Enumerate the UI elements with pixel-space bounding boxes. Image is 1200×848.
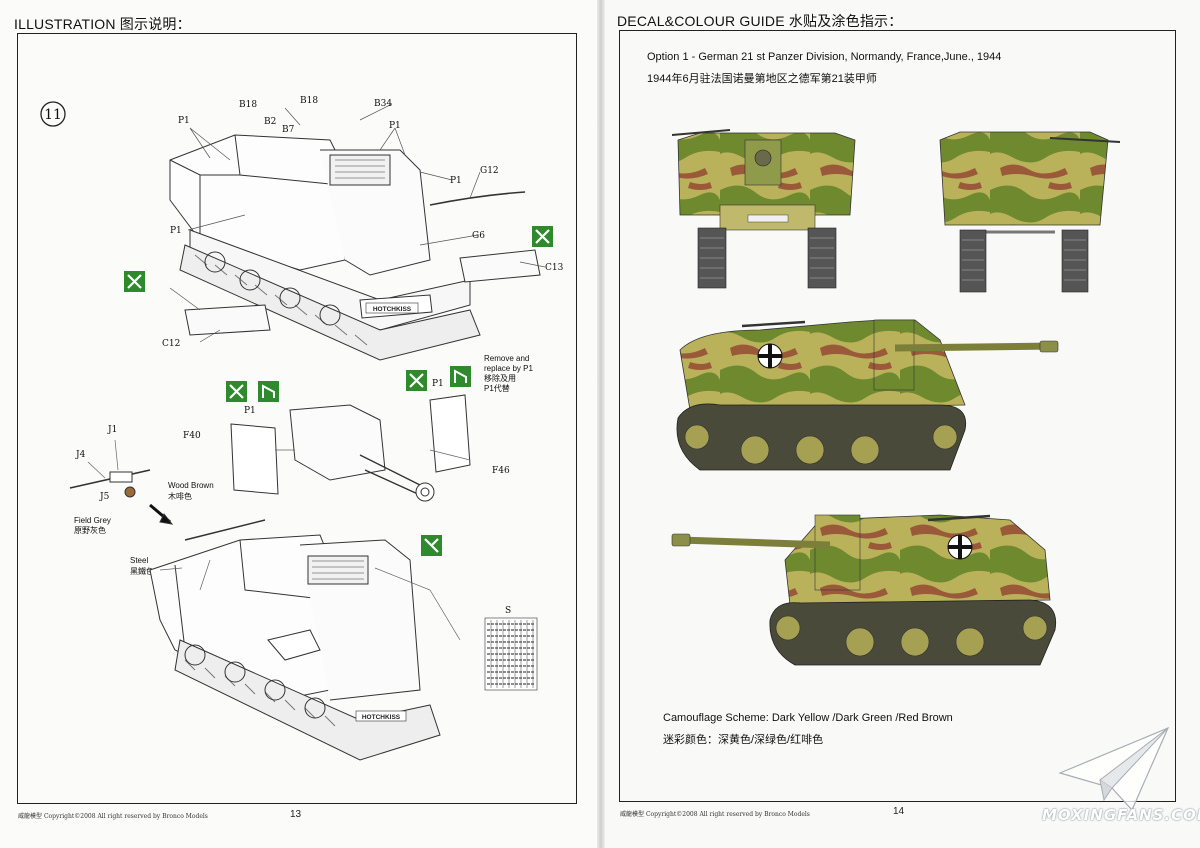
right-footer: 威龍模型 Copyright©2008 All right reserved b… <box>620 809 810 818</box>
right-footer-brand: 威龍模型 <box>620 811 645 818</box>
label-f46: F46 <box>492 466 510 476</box>
paper-plane-watermark-icon <box>1058 726 1170 812</box>
right-page-header: DECAL&COLOUR GUIDE 水贴及涂色指示： <box>617 13 903 29</box>
watermark-text: MOXINGFANS.COM <box>1042 806 1200 824</box>
hull-plate-text: HOTCHKISS <box>362 714 401 721</box>
front-view-profile <box>671 129 856 289</box>
left-footer-copyright: Copyright©2008 All right reserved by Bro… <box>43 813 208 820</box>
assembly-illustration: 11 <box>40 96 564 761</box>
rear-view-profile <box>939 131 1121 293</box>
left-footer: 威龍模型 Copyright©2008 All right reserved b… <box>18 811 208 820</box>
right-page-frame <box>619 30 1176 802</box>
label-j4: J4 <box>75 450 86 460</box>
option-title-cn: 1944年6月驻法国诺曼第地区之德军第21装甲师 <box>647 73 877 85</box>
remove-cement-icon <box>124 271 145 292</box>
right-footer-copyright: Copyright©2008 All right reserved by Bro… <box>645 811 810 818</box>
label-b18b: B18 <box>300 96 318 106</box>
lower-vehicle-drawing <box>149 519 461 761</box>
option-title-en: Option 1 - German 21 st Panzer Division,… <box>647 51 1002 63</box>
page-gutter <box>597 0 605 848</box>
left-page-frame <box>17 33 577 804</box>
remove-cement-icon <box>532 226 553 247</box>
label-p1-top-left: P1 <box>178 116 190 126</box>
remove-replace-note-en-2: replace by P1 <box>484 364 533 373</box>
mesh-net-part <box>484 617 538 691</box>
right-page-number: 14 <box>893 806 905 817</box>
wood-brown-label-cn: 木啡色 <box>168 491 192 501</box>
camouflage-scheme-en: Camouflage Scheme: Dark Yellow /Dark Gre… <box>663 712 953 724</box>
label-b18a: B18 <box>239 100 257 110</box>
label-f40: F40 <box>183 431 201 441</box>
hull-plate <box>365 302 419 314</box>
remove-replace-note-cn-1: 移除及用 <box>484 373 516 383</box>
steel-label-en: Steel <box>130 556 148 565</box>
label-p1-middle-right: P1 <box>432 379 444 389</box>
label-g6: G6 <box>472 231 485 241</box>
label-g12: G12 <box>480 166 499 176</box>
steel-label-cn: 黑鐵色 <box>130 566 154 576</box>
remove-replace-note-cn-2: P1代替 <box>484 383 510 393</box>
left-page-number: 13 <box>290 809 302 820</box>
label-s: S <box>505 606 511 616</box>
label-j1: J1 <box>107 425 117 435</box>
label-c12: C12 <box>162 339 180 349</box>
wood-brown-label-en: Wood Brown <box>168 481 214 490</box>
camouflage-scheme-cn: 迷彩颜色：深黄色/深绿色/红啡色 <box>663 734 824 746</box>
bend-part-icon <box>258 381 279 402</box>
remove-replace-note-en-1: Remove and <box>484 354 529 363</box>
hull-plate <box>355 710 407 722</box>
field-grey-label-en: Field Grey <box>74 516 111 525</box>
label-b7: B7 <box>282 125 295 135</box>
left-side-profile <box>676 319 1059 471</box>
bend-part-icon <box>450 366 471 387</box>
label-p1-top-right: P1 <box>389 121 401 131</box>
apply-cement-icon <box>421 535 442 556</box>
right-side-profile <box>671 514 1057 666</box>
step-number: 11 <box>44 107 62 123</box>
hull-plate-text: HOTCHKISS <box>373 306 412 313</box>
left-footer-brand: 威龍模型 <box>18 813 43 820</box>
label-b34: B34 <box>374 99 392 109</box>
label-p1-right: P1 <box>450 176 462 186</box>
label-p1-middle: P1 <box>244 406 256 416</box>
label-p1-left: P1 <box>170 226 182 236</box>
remove-cement-icon <box>406 370 427 391</box>
label-b2: B2 <box>264 117 276 127</box>
left-page-header: ILLUSTRATION 图示说明： <box>14 16 191 32</box>
label-j5: J5 <box>99 492 110 502</box>
label-c13: C13 <box>545 263 564 273</box>
gun-subassembly-drawing <box>230 394 471 502</box>
step-circle <box>40 101 66 127</box>
remove-cement-icon <box>226 381 247 402</box>
machine-gun-drawing <box>69 439 174 525</box>
field-grey-label-cn: 原野灰色 <box>74 525 106 535</box>
